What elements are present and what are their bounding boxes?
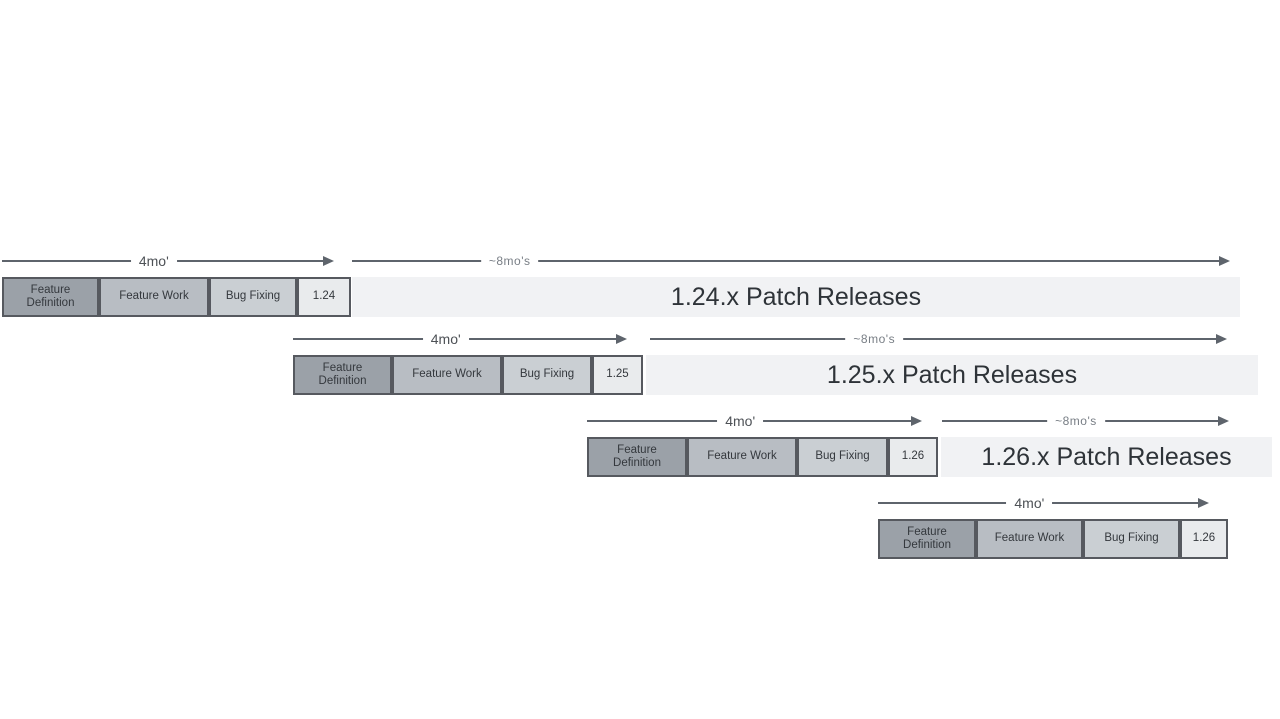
- patch-cycle-arrow: ~8mo's: [352, 254, 1230, 268]
- dev-cycle-arrow: 4mo': [878, 495, 1209, 511]
- dev-cycle-duration-label: 4mo': [1006, 495, 1053, 511]
- patch-cycle-arrow: ~8mo's: [942, 414, 1229, 428]
- phase-box-feature-work: Feature Work: [976, 519, 1083, 559]
- phase-box-feature-definition: Feature Definition: [878, 519, 976, 559]
- version-box: 1.26: [888, 437, 938, 477]
- phase-box-feature-work: Feature Work: [392, 355, 502, 395]
- patch-releases-bar: 1.26.x Patch Releases: [941, 437, 1272, 477]
- dev-cycle-arrow: 4mo': [293, 331, 627, 347]
- patch-releases-bar: 1.25.x Patch Releases: [646, 355, 1258, 395]
- phase-box-bug-fixing: Bug Fixing: [502, 355, 592, 395]
- version-box: 1.24: [297, 277, 351, 317]
- patch-cycle-duration-label: ~8mo's: [480, 254, 539, 268]
- arrowhead-icon: [911, 416, 922, 426]
- arrowhead-icon: [616, 334, 627, 344]
- patch-cycle-duration-label: ~8mo's: [845, 332, 904, 346]
- arrowhead-icon: [1216, 334, 1227, 344]
- patch-cycle-arrow: ~8mo's: [650, 332, 1227, 346]
- phase-box-feature-definition: Feature Definition: [2, 277, 99, 317]
- dev-cycle-duration-label: 4mo': [422, 331, 469, 347]
- arrowhead-icon: [1219, 256, 1230, 266]
- arrowhead-icon: [1218, 416, 1229, 426]
- phase-box-feature-work: Feature Work: [687, 437, 797, 477]
- patch-releases-bar: 1.24.x Patch Releases: [352, 277, 1240, 317]
- dev-cycle-duration-label: 4mo': [130, 253, 177, 269]
- phase-box-feature-definition: Feature Definition: [587, 437, 687, 477]
- dev-cycle-duration-label: 4mo': [717, 413, 764, 429]
- phase-box-feature-definition: Feature Definition: [293, 355, 392, 395]
- dev-cycle-arrow: 4mo': [587, 413, 922, 429]
- version-box: 1.25: [592, 355, 643, 395]
- patch-cycle-duration-label: ~8mo's: [1047, 414, 1105, 428]
- arrowhead-icon: [1198, 498, 1209, 508]
- version-box: 1.26: [1180, 519, 1228, 559]
- arrowhead-icon: [323, 256, 334, 266]
- phase-box-feature-work: Feature Work: [99, 277, 209, 317]
- phase-box-bug-fixing: Bug Fixing: [1083, 519, 1180, 559]
- phase-box-bug-fixing: Bug Fixing: [209, 277, 297, 317]
- phase-box-bug-fixing: Bug Fixing: [797, 437, 888, 477]
- dev-cycle-arrow: 4mo': [2, 253, 334, 269]
